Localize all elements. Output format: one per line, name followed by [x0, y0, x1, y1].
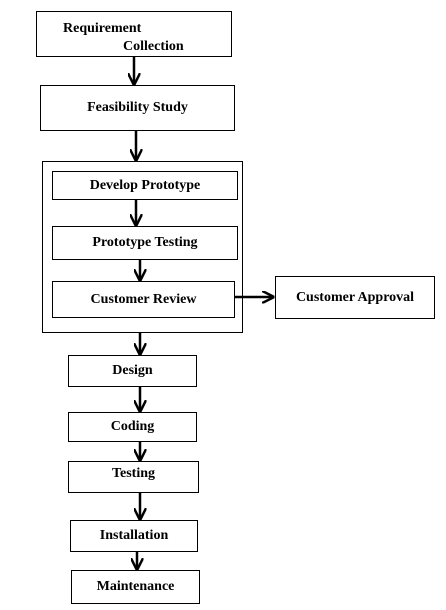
develop-prototype-node: Develop Prototype — [52, 171, 238, 200]
develop-prototype-label: Develop Prototype — [89, 177, 201, 193]
coding-node: Coding — [68, 412, 197, 442]
design-node: Design — [68, 355, 197, 387]
installation-node: Installation — [70, 520, 198, 552]
installation-label: Installation — [99, 528, 169, 543]
design-label: Design — [112, 363, 153, 378]
requirement-collection-label-line1: Requirement — [63, 21, 142, 36]
testing-label: Testing — [111, 466, 156, 481]
requirement-collection-node: Requirement Collection — [36, 11, 232, 57]
customer-approval-label: Customer Approval — [295, 289, 415, 305]
feasibility-study-label: Feasibility Study — [87, 100, 188, 115]
coding-label: Coding — [110, 419, 155, 434]
prototype-testing-node: Prototype Testing — [52, 226, 238, 260]
feasibility-study-node: Feasibility Study — [40, 85, 235, 131]
requirement-collection-label-line2: Collection — [123, 39, 184, 54]
customer-review-node: Customer Review — [52, 281, 235, 318]
customer-approval-node: Customer Approval — [275, 276, 435, 319]
maintenance-label: Maintenance — [96, 579, 175, 594]
maintenance-node: Maintenance — [71, 570, 200, 604]
prototype-phase-group — [42, 161, 243, 333]
prototype-testing-label: Prototype Testing — [92, 235, 198, 250]
customer-review-label: Customer Review — [90, 291, 197, 307]
testing-node: Testing — [68, 461, 199, 493]
